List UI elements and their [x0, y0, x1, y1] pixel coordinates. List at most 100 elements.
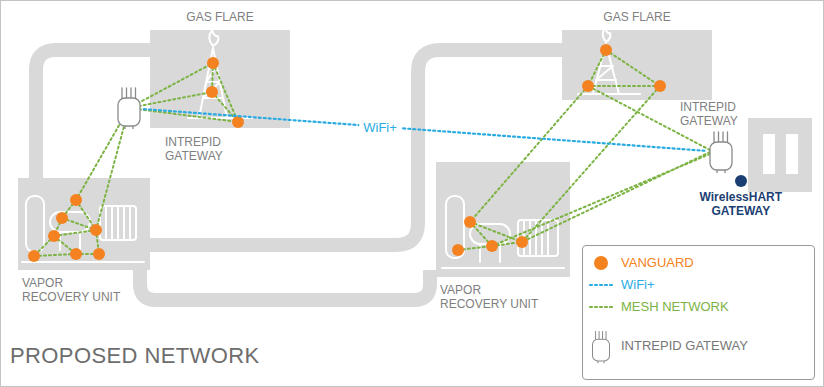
legend-text: VANGUARD — [621, 255, 694, 271]
mesh-network-line — [458, 86, 710, 250]
legend-text-wrap: MESH NETWORK — [621, 299, 729, 315]
pipe — [140, 266, 430, 300]
vapor-recovery-equipment — [50, 212, 90, 232]
gateway-antenna — [595, 332, 596, 341]
vanguard-dot — [28, 44, 666, 262]
vapor-recovery-equipment — [106, 206, 130, 240]
flare-tower — [578, 28, 640, 94]
legend-panel: VANGUARD WiFi+ MESH NETWORK INTREPID GATEWA… — [582, 245, 815, 380]
mesh-network-line — [129, 63, 238, 122]
label-wrap: WirelessHART GATEWAY — [694, 190, 788, 218]
gateway-label: WirelessHART GATEWAY — [694, 190, 788, 218]
vanguard-dot — [56, 212, 68, 224]
edge-label: WiFi+ — [363, 119, 397, 134]
gateway-antenna — [606, 332, 607, 341]
vanguard-dot — [654, 80, 666, 92]
vanguard-dot — [600, 44, 612, 56]
gateway-foot — [598, 361, 604, 363]
gateway-foot — [717, 170, 725, 173]
building — [786, 134, 798, 174]
building — [748, 118, 812, 192]
mesh-network-line — [34, 50, 710, 256]
diagram-title: PROPOSED NETWORK — [10, 343, 260, 369]
wirelesshart-gateway: WirelessHART GATEWAY — [735, 175, 747, 187]
label-wrap: VAPOR RECOVERY UNIT — [22, 276, 129, 304]
legend-text-wrap: INTREPID GATEWAY — [621, 338, 748, 354]
vapor-recovery-equipment — [442, 267, 564, 269]
vanguard-dot — [582, 80, 594, 92]
gateway-foot — [125, 126, 133, 129]
vapor-recovery-equipment — [22, 261, 144, 263]
gateway-icon — [590, 330, 612, 364]
legend-text-wrap: WiFi+ — [621, 277, 655, 293]
vapor-recovery-equipment — [22, 196, 144, 262]
vanguard-dot — [486, 240, 498, 252]
vanguard-dot — [93, 248, 105, 260]
vanguard-dot — [70, 194, 82, 206]
gateway-antenna — [122, 88, 136, 99]
flare-tower — [188, 30, 252, 118]
wifi-link — [144, 109, 706, 151]
legend-text: MESH NETWORK — [621, 299, 729, 315]
legend-text: WiFi+ — [621, 277, 655, 293]
gateway-antenna — [599, 332, 600, 341]
area-label: VAPOR RECOVERY UNIT — [22, 276, 129, 304]
gateway-body — [118, 98, 140, 126]
flare-tower — [209, 30, 218, 46]
flare-tower — [578, 93, 640, 95]
label-wrap: VAPOR RECOVERY UNIT — [440, 283, 547, 311]
vanguard-dot — [48, 230, 60, 242]
gateway-antenna — [713, 132, 714, 143]
edge-label-wrap: WiFi+ — [359, 119, 401, 134]
gateway-antenna — [596, 332, 606, 341]
vanguard-dot — [452, 244, 464, 256]
intrepid-gateway: INTREPID GATEWAY — [708, 130, 734, 174]
area-label: GAS FLARE — [532, 10, 742, 24]
gateway-antenna — [121, 88, 122, 99]
label-wrap: GAS FLARE — [120, 10, 320, 24]
legend-swatch — [594, 256, 608, 270]
building — [763, 134, 775, 174]
gateway-icon — [708, 130, 734, 174]
vanguard-dot — [207, 57, 219, 69]
vapor-recovery-equipment — [26, 196, 44, 252]
vanguard-dot — [28, 250, 40, 262]
gateway-antenna — [126, 88, 127, 99]
label-wrap: GAS FLARE — [532, 10, 742, 24]
vanguard-dot — [206, 86, 218, 98]
vapor-recovery-equipment — [446, 196, 464, 258]
vanguard-dot — [90, 224, 102, 236]
gateway-label: INTREPID GATEWAY — [680, 100, 747, 128]
wifi-link — [144, 109, 706, 151]
wifi-sample — [590, 284, 613, 286]
title-wrap: PROPOSED NETWORK — [10, 343, 260, 369]
vanguard-dot — [232, 116, 244, 128]
vapor-recovery-equipment — [442, 196, 564, 268]
gateway-icon — [116, 86, 142, 130]
legend-text: INTREPID GATEWAY — [621, 338, 748, 354]
vapor-recovery-equipment — [100, 206, 136, 240]
gateway-body — [710, 142, 732, 170]
gateway-label: INTREPID GATEWAY — [165, 135, 232, 163]
vanguard-dot — [516, 236, 528, 248]
flare-tower — [603, 28, 611, 42]
gateway-antenna — [602, 332, 603, 341]
area-label: GAS FLARE — [120, 10, 320, 24]
label-wrap: INTREPID GATEWAY — [680, 100, 747, 128]
label-wrap: INTREPID GATEWAY — [165, 135, 232, 163]
gateway-antenna — [135, 88, 136, 99]
mesh-network-line — [34, 108, 129, 256]
mesh-sample — [590, 306, 613, 308]
building — [748, 118, 812, 192]
vanguard-dot — [70, 248, 82, 260]
vanguard-dot — [464, 216, 476, 228]
gateway-antenna — [130, 88, 131, 99]
flare-tower — [596, 66, 616, 80]
legend-gateway-icon — [590, 330, 612, 364]
gateway-body — [593, 339, 610, 361]
intrepid-gateway: INTREPID GATEWAY — [116, 86, 142, 130]
area-label: VAPOR RECOVERY UNIT — [440, 283, 547, 311]
